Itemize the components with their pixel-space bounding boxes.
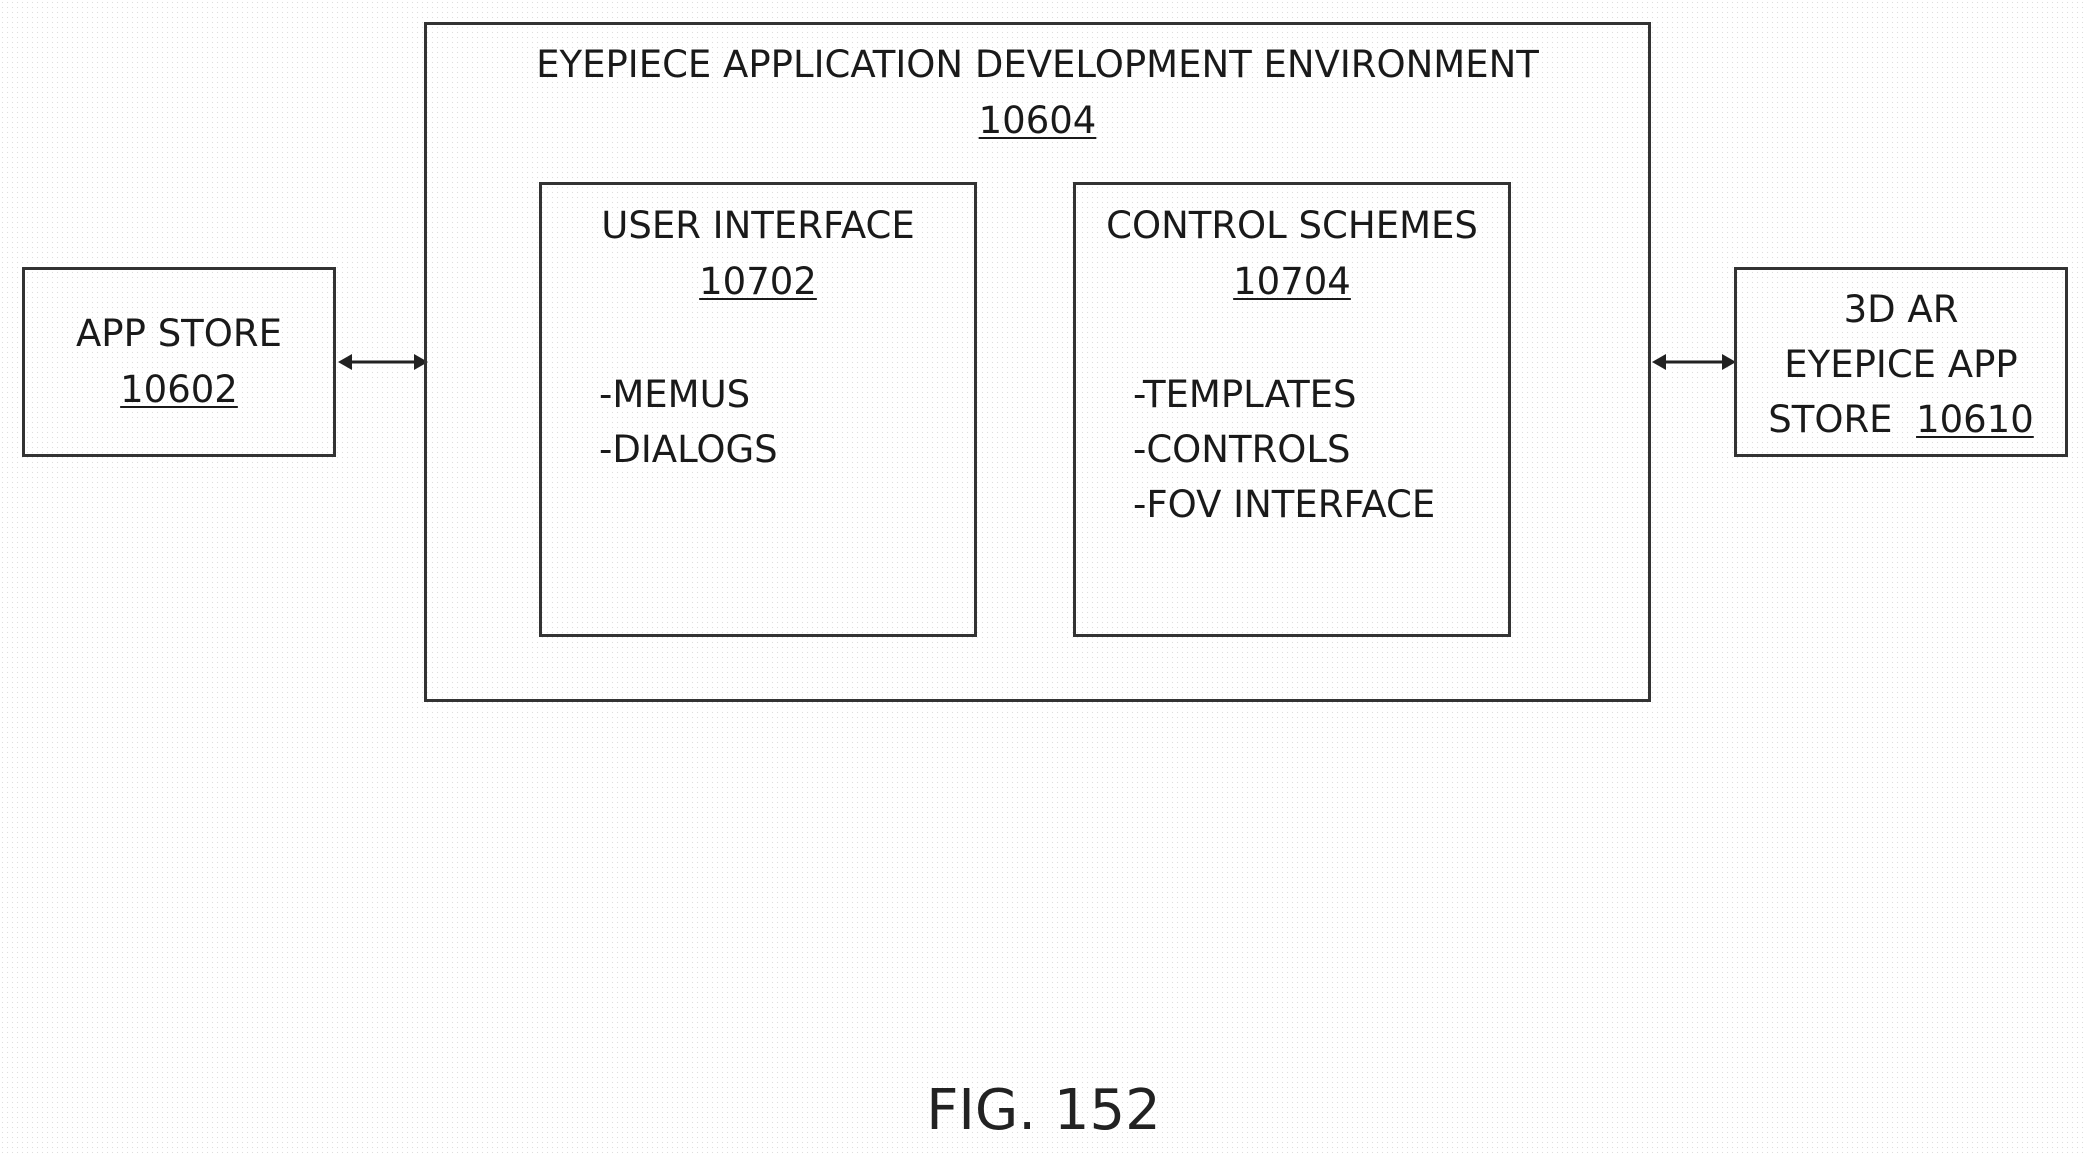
environment-title: EYEPIECE APPLICATION DEVELOPMENT ENVIRON… (427, 43, 1648, 87)
list-item: -DIALOGS (599, 422, 778, 477)
double-arrow-left (338, 347, 428, 377)
figure-caption: FIG. 152 (0, 1078, 2087, 1143)
user-interface-box: USER INTERFACE 10702 -MEMUS -DIALOGS (539, 182, 977, 637)
ar-app-store-ref: 10610 (1916, 398, 2034, 441)
control-schemes-box: CONTROL SCHEMES 10704 -TEMPLATES -CONTRO… (1073, 182, 1511, 637)
user-interface-list: -MEMUS -DIALOGS (599, 367, 778, 477)
user-interface-title: USER INTERFACE (542, 204, 974, 248)
control-schemes-list: -TEMPLATES -CONTROLS -FOV INTERFACE (1133, 367, 1435, 532)
app-store-box: APP STORE 10602 (22, 267, 336, 457)
control-schemes-ref: 10704 (1233, 260, 1351, 303)
app-store-ref: 10602 (120, 368, 238, 411)
ar-app-store-line1: 3D AR (1737, 288, 2065, 332)
control-schemes-title: CONTROL SCHEMES (1076, 204, 1508, 248)
ar-app-store-line2: EYEPICE APP (1737, 343, 2065, 387)
double-arrow-right (1652, 347, 1736, 377)
list-item: -MEMUS (599, 367, 778, 422)
environment-ref: 10604 (979, 99, 1097, 142)
list-item: -CONTROLS (1133, 422, 1435, 477)
list-item: -TEMPLATES (1133, 367, 1435, 422)
list-item: -FOV INTERFACE (1133, 477, 1435, 532)
ar-app-store-line3: STORE (1768, 398, 1892, 441)
app-store-title: APP STORE (25, 312, 333, 356)
user-interface-ref: 10702 (699, 260, 817, 303)
ar-app-store-box: 3D AR EYEPICE APP STORE 10610 (1734, 267, 2068, 457)
